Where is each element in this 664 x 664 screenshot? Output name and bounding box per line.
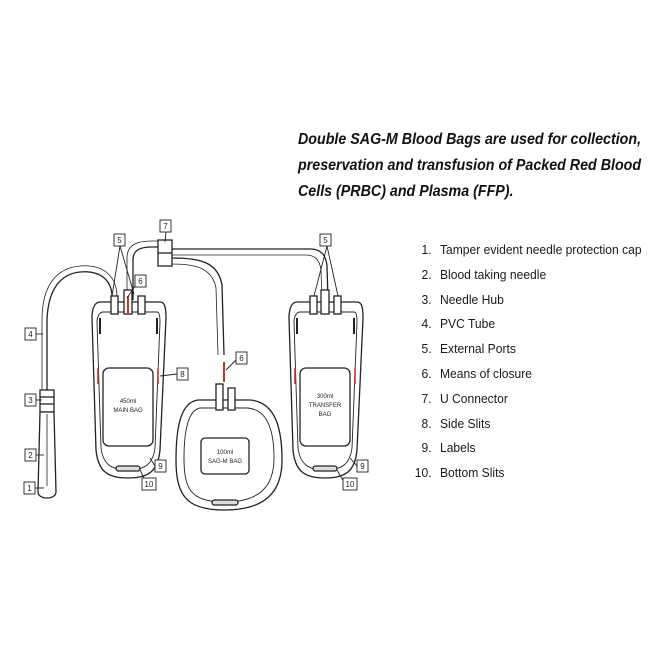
main-to-connector-tube-inner [126,240,162,300]
legend-item: 8.Side Slits [421,415,491,431]
svg-text:7: 7 [163,222,168,231]
transfer-bag-port-right [333,295,342,315]
main-bag: 450ml MAIN BAG [91,289,167,479]
callout-6-sagm: 6 [235,351,248,365]
sagm-bag-outline [175,399,283,511]
callout-10-transfer: 10 [342,477,358,491]
svg-text:6: 6 [138,277,143,286]
sagm-bag-label [200,437,250,475]
legend-item: 4.PVC Tube [421,316,496,332]
callout-9-transfer: 9 [356,459,369,473]
svg-text:5: 5 [323,236,328,245]
svg-text:2: 2 [28,451,33,460]
connector-to-transfer-tube [172,248,329,301]
callout-5-main: 5 [113,233,126,247]
sagm-bag: 100ml SAG-M BAG [175,362,283,511]
leader-lines [35,231,358,489]
svg-text:1: 1 [27,484,32,493]
donor-tube [46,271,113,392]
connector-to-transfer-tube-inner [172,254,323,301]
callout-7: 7 [159,219,172,233]
main-bag-port-right [137,295,146,315]
svg-text:10: 10 [346,480,355,489]
callout-8: 8 [176,367,189,381]
headline-line-3: Cells (PRBC) and Plasma (FFP). [298,183,514,200]
sagm-bag-label-line-2: SAG-M BAG [208,459,242,465]
transfer-bag-label [299,367,351,447]
svg-text:6: 6 [239,354,244,363]
main-bag-outline [91,301,167,479]
main-to-connector-tube [132,246,162,300]
main-bag-label-line-2: MAIN BAG [113,408,143,414]
headline-line-1: Double SAG-M Blood Bags are used for col… [298,131,642,148]
transfer-bag-bottom-slit [312,465,338,472]
sagm-bag-bottom-slit [211,499,239,506]
main-bag-bottom-slit [115,465,141,472]
svg-text:8: 8 [180,370,185,379]
transfer-bag-port-left [309,295,318,315]
callout-9-main: 9 [154,459,167,473]
callout-4: 4 [24,327,37,341]
donor-tube-inner [41,265,118,392]
callout-10-main: 10 [141,477,157,491]
callout-2: 2 [24,448,37,462]
transfer-bag-label-line-3: BAG [319,412,332,418]
transfer-bag-port-mid [320,289,330,315]
transfer-bag-label-line-1: 300ml [317,394,333,400]
legend-item: 6.Means of closure [421,365,533,381]
legend-item: 2.Blood taking needle [421,266,547,282]
transfer-bag-outline [288,301,364,479]
callout-6-main: 6 [134,274,147,288]
sagm-bag-label-line-1: 100ml [217,450,233,456]
legend-item: 1.Tamper evident needle protection cap [421,242,642,257]
headline-line-2: preservation and transfusion of Packed R… [298,157,642,174]
sagm-bag-port-left [215,383,224,411]
main-bag-label-line-1: 450ml [120,399,136,405]
callouts: 1 2 3 4 5 6 7 [23,219,369,495]
svg-text:10: 10 [145,480,154,489]
sagm-bag-port-right [227,387,236,411]
needle-hub [39,389,55,413]
legend-item: 3.Needle Hub [421,291,504,307]
legend-item: 9.Labels [421,440,476,456]
callout-3: 3 [24,393,37,407]
connector-to-sagm-tube-inner [171,263,219,356]
main-bag-port-left [110,295,119,315]
svg-text:5: 5 [117,236,122,245]
legend-item: 5.External Ports [421,341,516,357]
legend-item: 10.Bottom Slits [414,465,505,481]
connector-to-sagm-tube [171,257,225,356]
callout-5-transfer: 5 [319,233,332,247]
svg-text:9: 9 [360,462,365,471]
svg-text:4: 4 [28,330,33,339]
parts-legend: 1.Tamper evident needle protection cap 2… [413,238,642,486]
legend-item: 7.U Connector [421,390,508,406]
svg-text:9: 9 [158,462,163,471]
transfer-bag: 300ml TRANSFER BAG [288,289,364,479]
main-bag-label [102,367,154,447]
transfer-bag-label-line-2: TRANSFER [309,403,342,409]
callout-1: 1 [23,481,36,495]
headline: Double SAG-M Blood Bags are used for col… [298,127,642,205]
needle-assembly [37,389,57,499]
svg-text:3: 3 [28,396,33,405]
